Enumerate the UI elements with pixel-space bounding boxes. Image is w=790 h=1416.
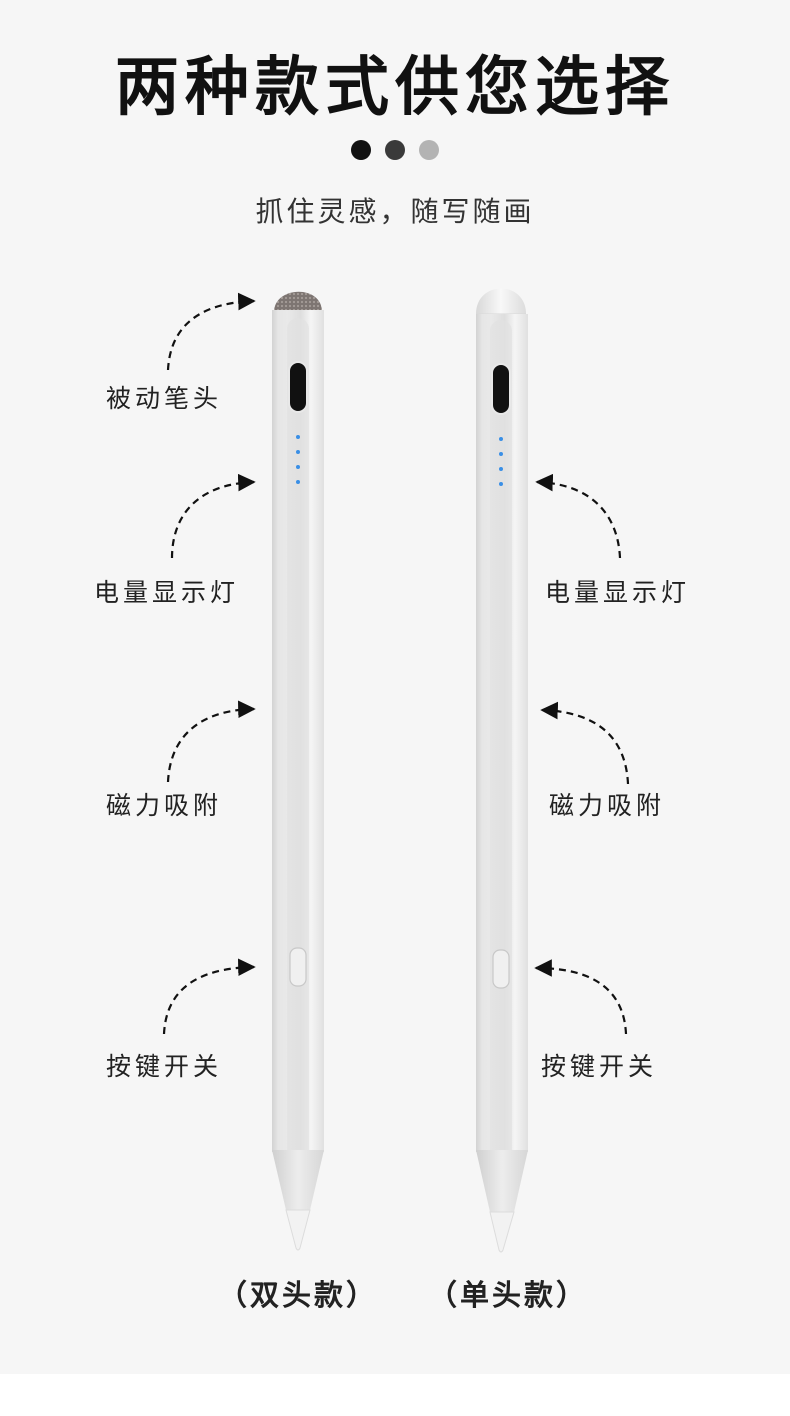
left-label-battery: 电量显示灯 (94, 578, 240, 607)
right-pen (476, 288, 528, 1253)
page-subtitle: 抓住灵感，随写随画 (255, 195, 535, 228)
right-battery-leds (499, 437, 503, 486)
left-pen-nib (285, 1209, 311, 1251)
right-usb-c-port (491, 363, 511, 415)
left-label-magnet: 磁力吸附 (106, 791, 223, 820)
left-label-tip: 被动笔头 (106, 384, 223, 413)
left-usb-c-port (288, 361, 308, 413)
dot-2[interactable] (385, 140, 405, 160)
right-label-battery: 电量显示灯 (545, 578, 691, 607)
left-pen-button (289, 947, 307, 987)
right-label-button: 按键开关 (541, 1052, 658, 1081)
right-pen-cap (476, 288, 526, 314)
right-label-magnet: 磁力吸附 (549, 791, 666, 820)
left-pen (272, 291, 324, 1251)
dot-1[interactable] (351, 140, 371, 160)
left-label-button: 按键开关 (106, 1052, 223, 1081)
left-battery-leds (296, 435, 300, 484)
mesh-tip (274, 291, 322, 312)
product-page: 两种款式供您选择 抓住灵感，随写随画 (0, 51, 790, 1312)
right-pen-button (492, 949, 510, 989)
pagination-dots (0, 140, 790, 160)
right-callout-arrows (534, 473, 630, 1035)
right-pen-tip-cone (476, 1150, 528, 1212)
left-pen-caption: （双头款） (218, 1278, 379, 1312)
pens-illustration (162, 288, 630, 1253)
dot-3[interactable] (419, 140, 439, 160)
right-pen-nib (489, 1211, 515, 1253)
left-pen-tip-cone (272, 1150, 324, 1210)
page-title: 两种款式供您选择 (115, 51, 675, 125)
right-pen-caption: （单头款） (428, 1278, 589, 1312)
left-callout-arrows (162, 292, 256, 1035)
